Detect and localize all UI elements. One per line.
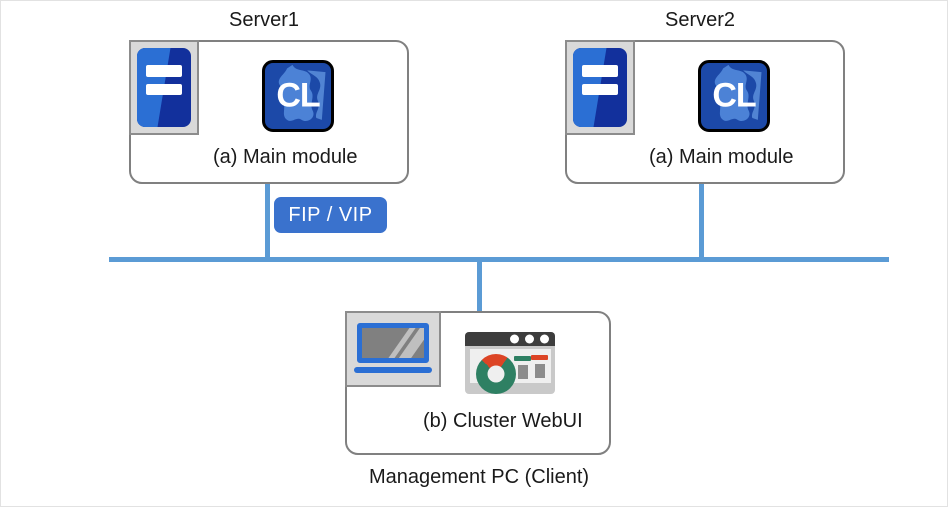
server2-machine-bar-top: [581, 65, 619, 78]
bar-indicator-cap: [531, 354, 549, 360]
network-bus-line: [109, 257, 889, 262]
clusterpro-icon-text: CL: [276, 76, 320, 115]
server2-title: Server2: [665, 9, 736, 31]
server2-machine-body: [573, 48, 627, 127]
server2-machine-bar-bottom: [581, 83, 619, 96]
browser-dot-icon: [540, 334, 549, 344]
server1-network-link: [265, 184, 270, 260]
client-network-link: [477, 257, 482, 313]
server1-machine-icon: [129, 40, 199, 135]
server2-clusterpro-icon: CL: [698, 60, 770, 132]
bar-indicator-cap: [514, 356, 532, 362]
browser-page-area: [469, 348, 551, 394]
browser-dot-icon: [510, 334, 519, 344]
server1-machine-bar-bottom: [145, 83, 183, 96]
clusterpro-splash-shape: [278, 64, 326, 122]
server1-machine-body: [137, 48, 191, 127]
pc-monitor-icon: [345, 311, 441, 387]
server1-title: Server1: [229, 9, 300, 31]
browser-webui-icon: [465, 332, 555, 394]
browser-titlebar: [465, 332, 555, 347]
management-pc-caption: Management PC (Client): [369, 466, 590, 488]
bar-indicator-icon: [514, 356, 532, 380]
pc-monitor-screen: [357, 323, 429, 364]
server1-module-label: (a) Main module: [213, 146, 358, 168]
server1-machine-bar-top: [145, 65, 183, 78]
bar-indicator-stem: [534, 363, 545, 378]
server2-machine-icon: [565, 40, 635, 135]
server2-module-label: (a) Main module: [649, 146, 794, 168]
pc-monitor-base: [354, 367, 432, 374]
fip-vip-badge: FIP / VIP: [274, 197, 387, 233]
donut-chart-icon: [475, 353, 516, 394]
clusterpro-splash-shape: [714, 64, 762, 122]
clusterpro-icon-text: CL: [712, 76, 756, 115]
bar-indicator-icon: [531, 354, 549, 378]
server1-clusterpro-icon: CL: [262, 60, 334, 132]
bar-indicator-stem: [517, 365, 528, 380]
browser-dot-icon: [525, 334, 534, 344]
cluster-webui-label: (b) Cluster WebUI: [423, 410, 583, 432]
server2-network-link: [699, 184, 704, 260]
